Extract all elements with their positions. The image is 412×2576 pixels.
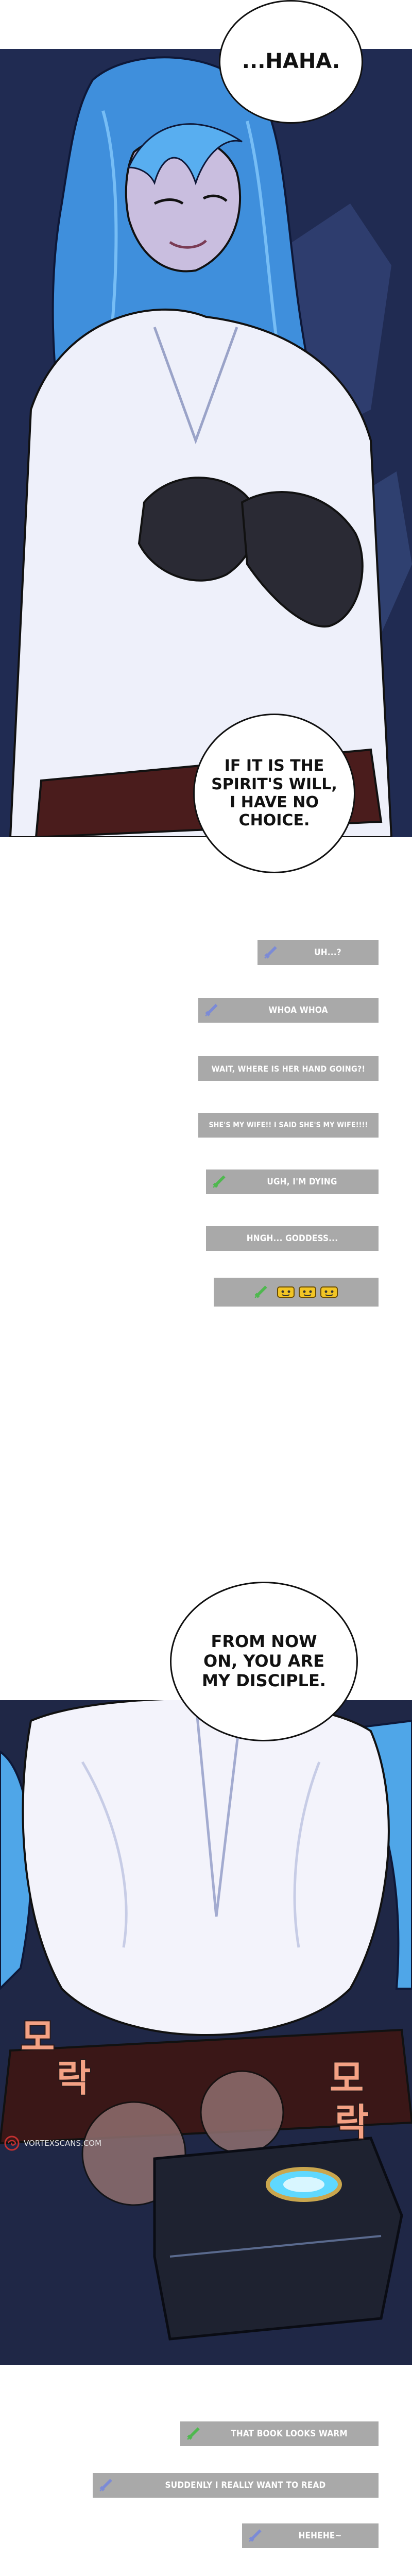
comic-panel-2	[0, 1700, 412, 2365]
comic-panel-1	[0, 49, 412, 837]
watermark-text: VORTEXSCANS.COM	[24, 2139, 102, 2148]
sword-icon	[213, 1175, 226, 1188]
speech-text-disciple: FROM NOW ON, YOU ARE MY DISCIPLE.	[202, 1632, 326, 1690]
speech-bubble-spirit-will: IF IT IS THE SPIRIT'S WILL, I HAVE NO CH…	[193, 714, 355, 873]
chat-comment-8: THAT BOOK LOOKS WARM	[180, 2421, 379, 2446]
sword-icon	[187, 2427, 200, 2440]
chat-comment-3: WAIT, WHERE IS HER HAND GOING?!	[198, 1056, 379, 1081]
emote-icon	[299, 1286, 316, 1298]
chat-text: HNGH... GODDESS...	[246, 1233, 338, 1244]
sfx-mo-right: 모	[329, 2056, 365, 2101]
chat-comment-1: UH...?	[258, 940, 379, 965]
emote-icon	[320, 1286, 338, 1298]
panel-1-art	[0, 49, 412, 837]
chat-text: SUDDENLY I REALLY WANT TO READ	[165, 2480, 326, 2490]
sword-icon	[264, 946, 277, 959]
speech-bubble-disciple: FROM NOW ON, YOU ARE MY DISCIPLE.	[170, 1582, 358, 1741]
sfx-mo-left: 모	[20, 2014, 56, 2060]
sfx-rak-right: 락	[334, 2099, 370, 2145]
chat-text: SHE'S MY WIFE!! I SAID SHE'S MY WIFE!!!!	[209, 1121, 368, 1129]
sword-icon	[205, 1004, 218, 1016]
sword-icon	[99, 2479, 112, 2492]
chat-text: THAT BOOK LOOKS WARM	[231, 2429, 348, 2439]
chat-text: WAIT, WHERE IS HER HAND GOING?!	[211, 1063, 366, 1074]
speech-text-haha: ...HAHA.	[242, 49, 340, 74]
sfx-rak-left: 락	[56, 2056, 92, 2101]
emote-icon	[277, 1286, 295, 1298]
chat-comment-6: HNGH... GODDESS...	[206, 1226, 379, 1251]
speech-bubble-haha: ...HAHA.	[219, 0, 363, 124]
chat-comment-4: SHE'S MY WIFE!! I SAID SHE'S MY WIFE!!!!	[198, 1113, 379, 1138]
chat-comment-10: HEHEHE~	[242, 2523, 379, 2548]
speech-text-spirit-will: IF IT IS THE SPIRIT'S WILL, I HAVE NO CH…	[211, 757, 337, 830]
sword-icon	[249, 2529, 262, 2542]
panel-2-art	[0, 1700, 412, 2365]
watermark: VORTEXSCANS.COM	[4, 2136, 101, 2151]
chat-text: HEHEHE~	[298, 2531, 342, 2541]
chat-comment-7	[214, 1278, 379, 1307]
chat-text: UH...?	[314, 947, 341, 958]
chat-comment-9: SUDDENLY I REALLY WANT TO READ	[93, 2473, 379, 2498]
chat-text: UGH, I'M DYING	[267, 1177, 337, 1187]
chat-text: WHOA WHOA	[268, 1005, 328, 1015]
sword-icon	[254, 1285, 267, 1298]
chat-comment-5: UGH, I'M DYING	[206, 1170, 379, 1194]
chat-comment-2: WHOA WHOA	[198, 998, 379, 1023]
vortex-logo-icon	[4, 2136, 20, 2151]
